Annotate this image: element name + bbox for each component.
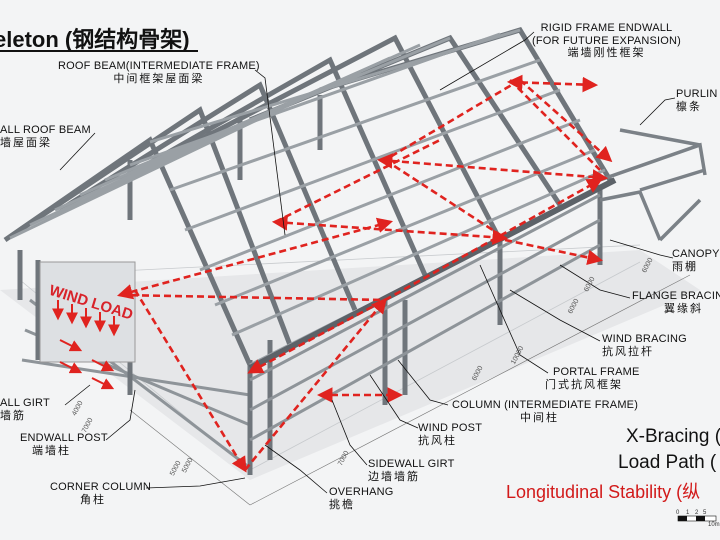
label-endwall-roof-beam: ALL ROOF BEAM 墙屋面梁 (0, 124, 91, 149)
legend-load-path: Load Path ( (618, 452, 717, 473)
x-bracing (116, 74, 613, 473)
title-underline (0, 50, 198, 52)
label-sidewall-girt: SIDEWALL GIRT 边墙墙筋 (368, 458, 455, 483)
legend-x-bracing: X-Bracing ( (626, 426, 720, 447)
scale-label: 10m (708, 522, 720, 528)
ground-shadow (0, 250, 700, 480)
page-title: eleton (钢结构骨架) (0, 27, 190, 52)
label-wind-post: WIND POST 抗风柱 (418, 422, 483, 447)
purlins (9, 28, 613, 367)
canopy-frame (599, 128, 707, 242)
label-portal-frame: PORTAL FRAME 门式抗风框架 (545, 366, 640, 391)
scale-label: 5 (703, 510, 707, 516)
leader-lines (59, 31, 676, 494)
label-overhang: OVERHANG 挑檐 (329, 486, 394, 511)
label-rigid-frame-endwall: RIGID FRAME ENDWALL (FOR FUTURE EXPANSIO… (532, 22, 682, 60)
label-column-intermediate: COLUMN (INTERMEDIATE FRAME) 中间柱 (452, 399, 639, 424)
label-corner-column: CORNER COLUMN 角柱 (50, 481, 151, 506)
sidewall-girts (249, 193, 601, 442)
label-wind-bracing: WIND BRACING 抗风拉杆 (602, 333, 687, 358)
label-purlin: PURLIN 檩条 (676, 88, 718, 113)
scale-bar (677, 515, 717, 522)
scale-label: 0 (676, 510, 680, 516)
scale-label: 2 (695, 510, 699, 516)
eave-beam (248, 177, 617, 371)
label-endwall-post: ENDWALL POST 端墙柱 (20, 432, 108, 457)
scale-label: 1 (686, 510, 690, 516)
label-endwall-girt: ALL GIRT 墙筋 (0, 397, 50, 422)
label-roof-beam: ROOF BEAM(INTERMEDIATE FRAME) 中间框架屋面梁 (58, 60, 260, 85)
wind-load-arrows (52, 300, 120, 390)
dimension-lines (129, 274, 691, 506)
legend-longitudinal-stability: Longitudinal Stability (纵 (506, 482, 701, 502)
label-canopy: CANOPY 雨棚 (672, 248, 720, 273)
label-flange-bracing: FLANGE BRACING 翼缘斜 (632, 290, 720, 315)
